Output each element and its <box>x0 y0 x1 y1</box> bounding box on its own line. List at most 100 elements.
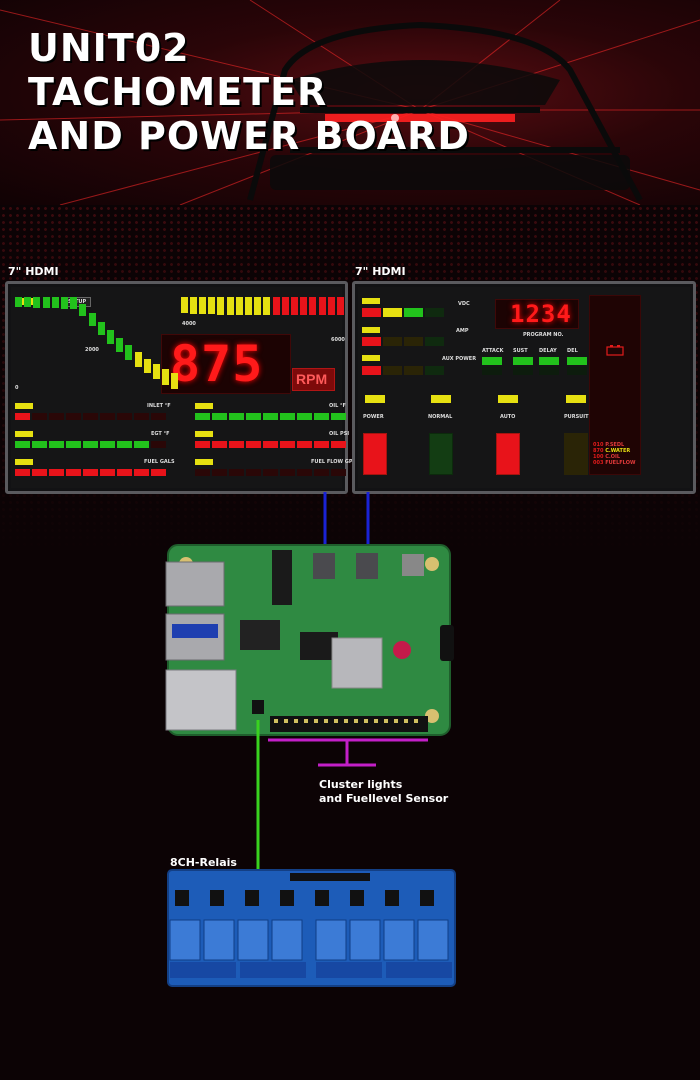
gauge-label-fuel-flow: FUEL FLOW GPH <box>311 459 357 465</box>
power-meter-segment <box>425 308 444 317</box>
rpm-unit: RPM <box>296 371 328 387</box>
gauge-segment-oil-psi <box>229 441 244 448</box>
tach-bar <box>125 345 133 360</box>
meter-indicator <box>362 327 380 333</box>
power-meter-segment <box>362 308 381 317</box>
gauge-indicator <box>195 459 213 465</box>
title-line-1: UNIT02 <box>28 26 190 70</box>
gauge-segment-oil-temp <box>331 413 346 420</box>
power-meter-segment <box>425 366 444 375</box>
program-button-base <box>513 367 533 375</box>
mode-button[interactable] <box>564 433 588 475</box>
gauge-segment-oil-psi <box>280 441 295 448</box>
tach-bar <box>42 297 50 309</box>
gauge-segment-egt <box>32 441 47 448</box>
power-meter-segment <box>404 366 423 375</box>
gauge-segment-fuel-flow <box>297 469 312 476</box>
right-screen-label: 7" HDMI <box>355 265 406 278</box>
program-button-led <box>513 357 533 365</box>
button-label-delay: DELAY <box>539 348 557 354</box>
gauge-indicator <box>15 431 33 437</box>
tach-bar <box>24 297 32 308</box>
power-meter-segment <box>383 308 402 317</box>
gauge-segment-oil-temp <box>195 413 210 420</box>
tach-bar <box>208 297 216 315</box>
gauge-segment-egt <box>83 441 98 448</box>
tach-bar <box>281 297 289 316</box>
gauge-segment-oil-temp <box>263 413 278 420</box>
tach-bar <box>199 297 206 314</box>
gauge-segment-fuel <box>134 469 149 476</box>
status-row: 870 C.WATER <box>593 448 631 454</box>
gauge-label-fuel: FUEL GALS <box>144 459 175 465</box>
button-label-del: DEL <box>567 348 578 354</box>
power-meter-segment <box>362 366 381 375</box>
tach-bar <box>254 297 262 316</box>
gauge-label-oil-temp: OIL °F <box>329 403 346 409</box>
tach-bar <box>309 297 317 316</box>
tach-scale-2000: 2000 <box>85 347 99 353</box>
gauge-indicator <box>195 403 213 409</box>
tach-bar <box>153 364 160 380</box>
mode-label-pursuit: PURSUIT <box>564 414 589 420</box>
page-title: UNIT02 TACHOMETER AND POWER BOARD <box>28 26 470 158</box>
tach-bar <box>245 297 252 316</box>
tach-bar <box>79 303 87 317</box>
status-row: 003 FUELFLOW <box>593 460 636 466</box>
raspberry-pi-board <box>165 544 454 736</box>
gauge-segment-oil-psi <box>195 441 210 448</box>
gauge-segment-fuel-flow <box>314 469 329 476</box>
gauge-segment-fuel-flow <box>229 469 244 476</box>
gauge-segment-oil-psi <box>212 441 227 448</box>
program-button-led <box>539 357 559 365</box>
mode-button[interactable] <box>496 433 520 475</box>
mode-label-power: POWER <box>363 414 384 420</box>
gauge-segment-fuel-flow <box>212 469 227 476</box>
mode-button[interactable] <box>363 433 387 475</box>
power-board-screen: VDC AMP AUX POWER 1234 PROGRAM NO. ATTAC… <box>352 281 696 494</box>
left-screen-label: 7" HDMI <box>8 265 59 278</box>
gauge-segment-fuel <box>83 469 98 476</box>
gauge-segment-egt <box>66 441 81 448</box>
power-meter-segment <box>383 337 402 346</box>
gauge-segment-oil-psi <box>331 441 346 448</box>
gauge-label-egt: EGT °F <box>151 431 170 437</box>
car-artwork <box>0 0 700 205</box>
meter-indicator <box>362 298 380 304</box>
gauge-indicator <box>15 403 33 409</box>
relay-board <box>167 869 456 987</box>
status-panel: 010 P.SEDL 870 C.WATER 100 C.OIL 003 FUE… <box>589 295 641 475</box>
gpio-cable <box>268 738 428 767</box>
gauge-segment-oil-psi <box>246 441 261 448</box>
button-label-attack: ATTACK <box>482 348 504 354</box>
tach-bar <box>97 321 105 335</box>
tach-bar <box>116 338 124 352</box>
gauge-segment-oil-temp <box>297 413 312 420</box>
gauge-segment-inlet <box>15 413 30 420</box>
status-row: 010 P.SEDL <box>593 442 625 448</box>
meter-label-amp: AMP <box>456 328 469 334</box>
tach-bar <box>171 372 179 389</box>
tach-bar <box>70 297 78 310</box>
program-button-base <box>539 367 559 375</box>
program-button-base <box>482 367 502 375</box>
gauge-segment-egt <box>134 441 149 448</box>
gauge-segment-inlet <box>151 413 166 420</box>
gauge-segment-egt <box>151 441 166 448</box>
gauge-segment-oil-temp <box>229 413 244 420</box>
gauge-segment-fuel <box>100 469 115 476</box>
mode-indicator <box>498 395 518 403</box>
gauge-segment-oil-psi <box>297 441 312 448</box>
tachometer-screen: SETUP 0 2000 4000 6000 875 RPM INLET °F … <box>5 281 357 494</box>
mode-button[interactable] <box>429 433 453 475</box>
tach-bar <box>180 297 188 314</box>
gauge-segment-egt <box>117 441 132 448</box>
tach-bar <box>272 297 280 316</box>
gauge-segment-fuel-flow <box>263 469 278 476</box>
tach-bar <box>51 297 59 309</box>
gauge-segment-inlet <box>49 413 64 420</box>
gauge-segment-inlet <box>100 413 115 420</box>
power-meter-segment <box>362 337 381 346</box>
program-button-base <box>567 367 587 375</box>
tach-bar <box>15 297 22 307</box>
